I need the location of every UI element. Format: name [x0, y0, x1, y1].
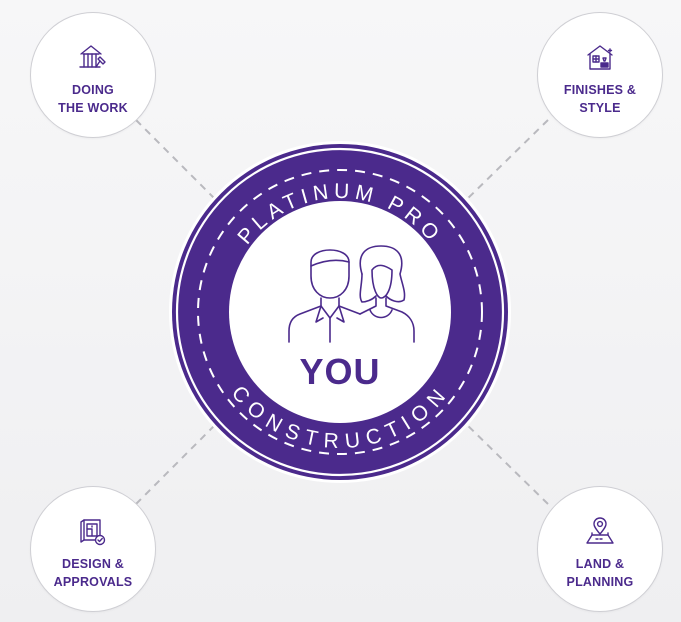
node-label: LAND & PLANNING: [548, 555, 652, 591]
connector-design-approvals: [135, 417, 223, 505]
people-icon: [288, 245, 415, 343]
node-label-line1: LAND &: [575, 557, 625, 571]
emblem-inner-white-line: [175, 147, 505, 477]
node-label: DOING THE WORK: [41, 81, 145, 117]
connector-finishes-style: [459, 119, 549, 207]
center-emblem: PLATINUM PRO CONSTRUCTION: [169, 141, 511, 483]
node-label-line2: THE WORK: [58, 101, 128, 115]
connector-doing-the-work: [135, 119, 223, 207]
home-interior-icon: [587, 45, 613, 70]
node-land-planning[interactable]: LAND & PLANNING: [537, 486, 663, 612]
node-label-line1: FINISHES &: [563, 83, 637, 97]
node-label-line2: STYLE: [579, 101, 621, 115]
land-location-pin-icon: [586, 517, 614, 544]
node-finishes-style[interactable]: FINISHES & STYLE: [537, 12, 663, 138]
connector-land-planning: [459, 417, 549, 505]
node-label: DESIGN & APPROVALS: [41, 555, 145, 591]
node-label-line2: APPROVALS: [53, 575, 133, 589]
node-design-approvals[interactable]: DESIGN & APPROVALS: [30, 486, 156, 612]
node-doing-the-work[interactable]: DOING THE WORK: [30, 12, 156, 138]
node-label-line2: PLANNING: [566, 575, 634, 589]
emblem-center-disc: [229, 201, 451, 423]
house-frame-icon: [79, 45, 106, 68]
node-label: FINISHES & STYLE: [548, 81, 652, 117]
node-label-line1: DOING: [72, 83, 114, 97]
blueprint-approved-icon: [80, 519, 106, 546]
center-label: YOU: [299, 351, 380, 392]
node-label-line1: DESIGN &: [61, 557, 125, 571]
emblem-dashed-ring: [197, 169, 483, 455]
